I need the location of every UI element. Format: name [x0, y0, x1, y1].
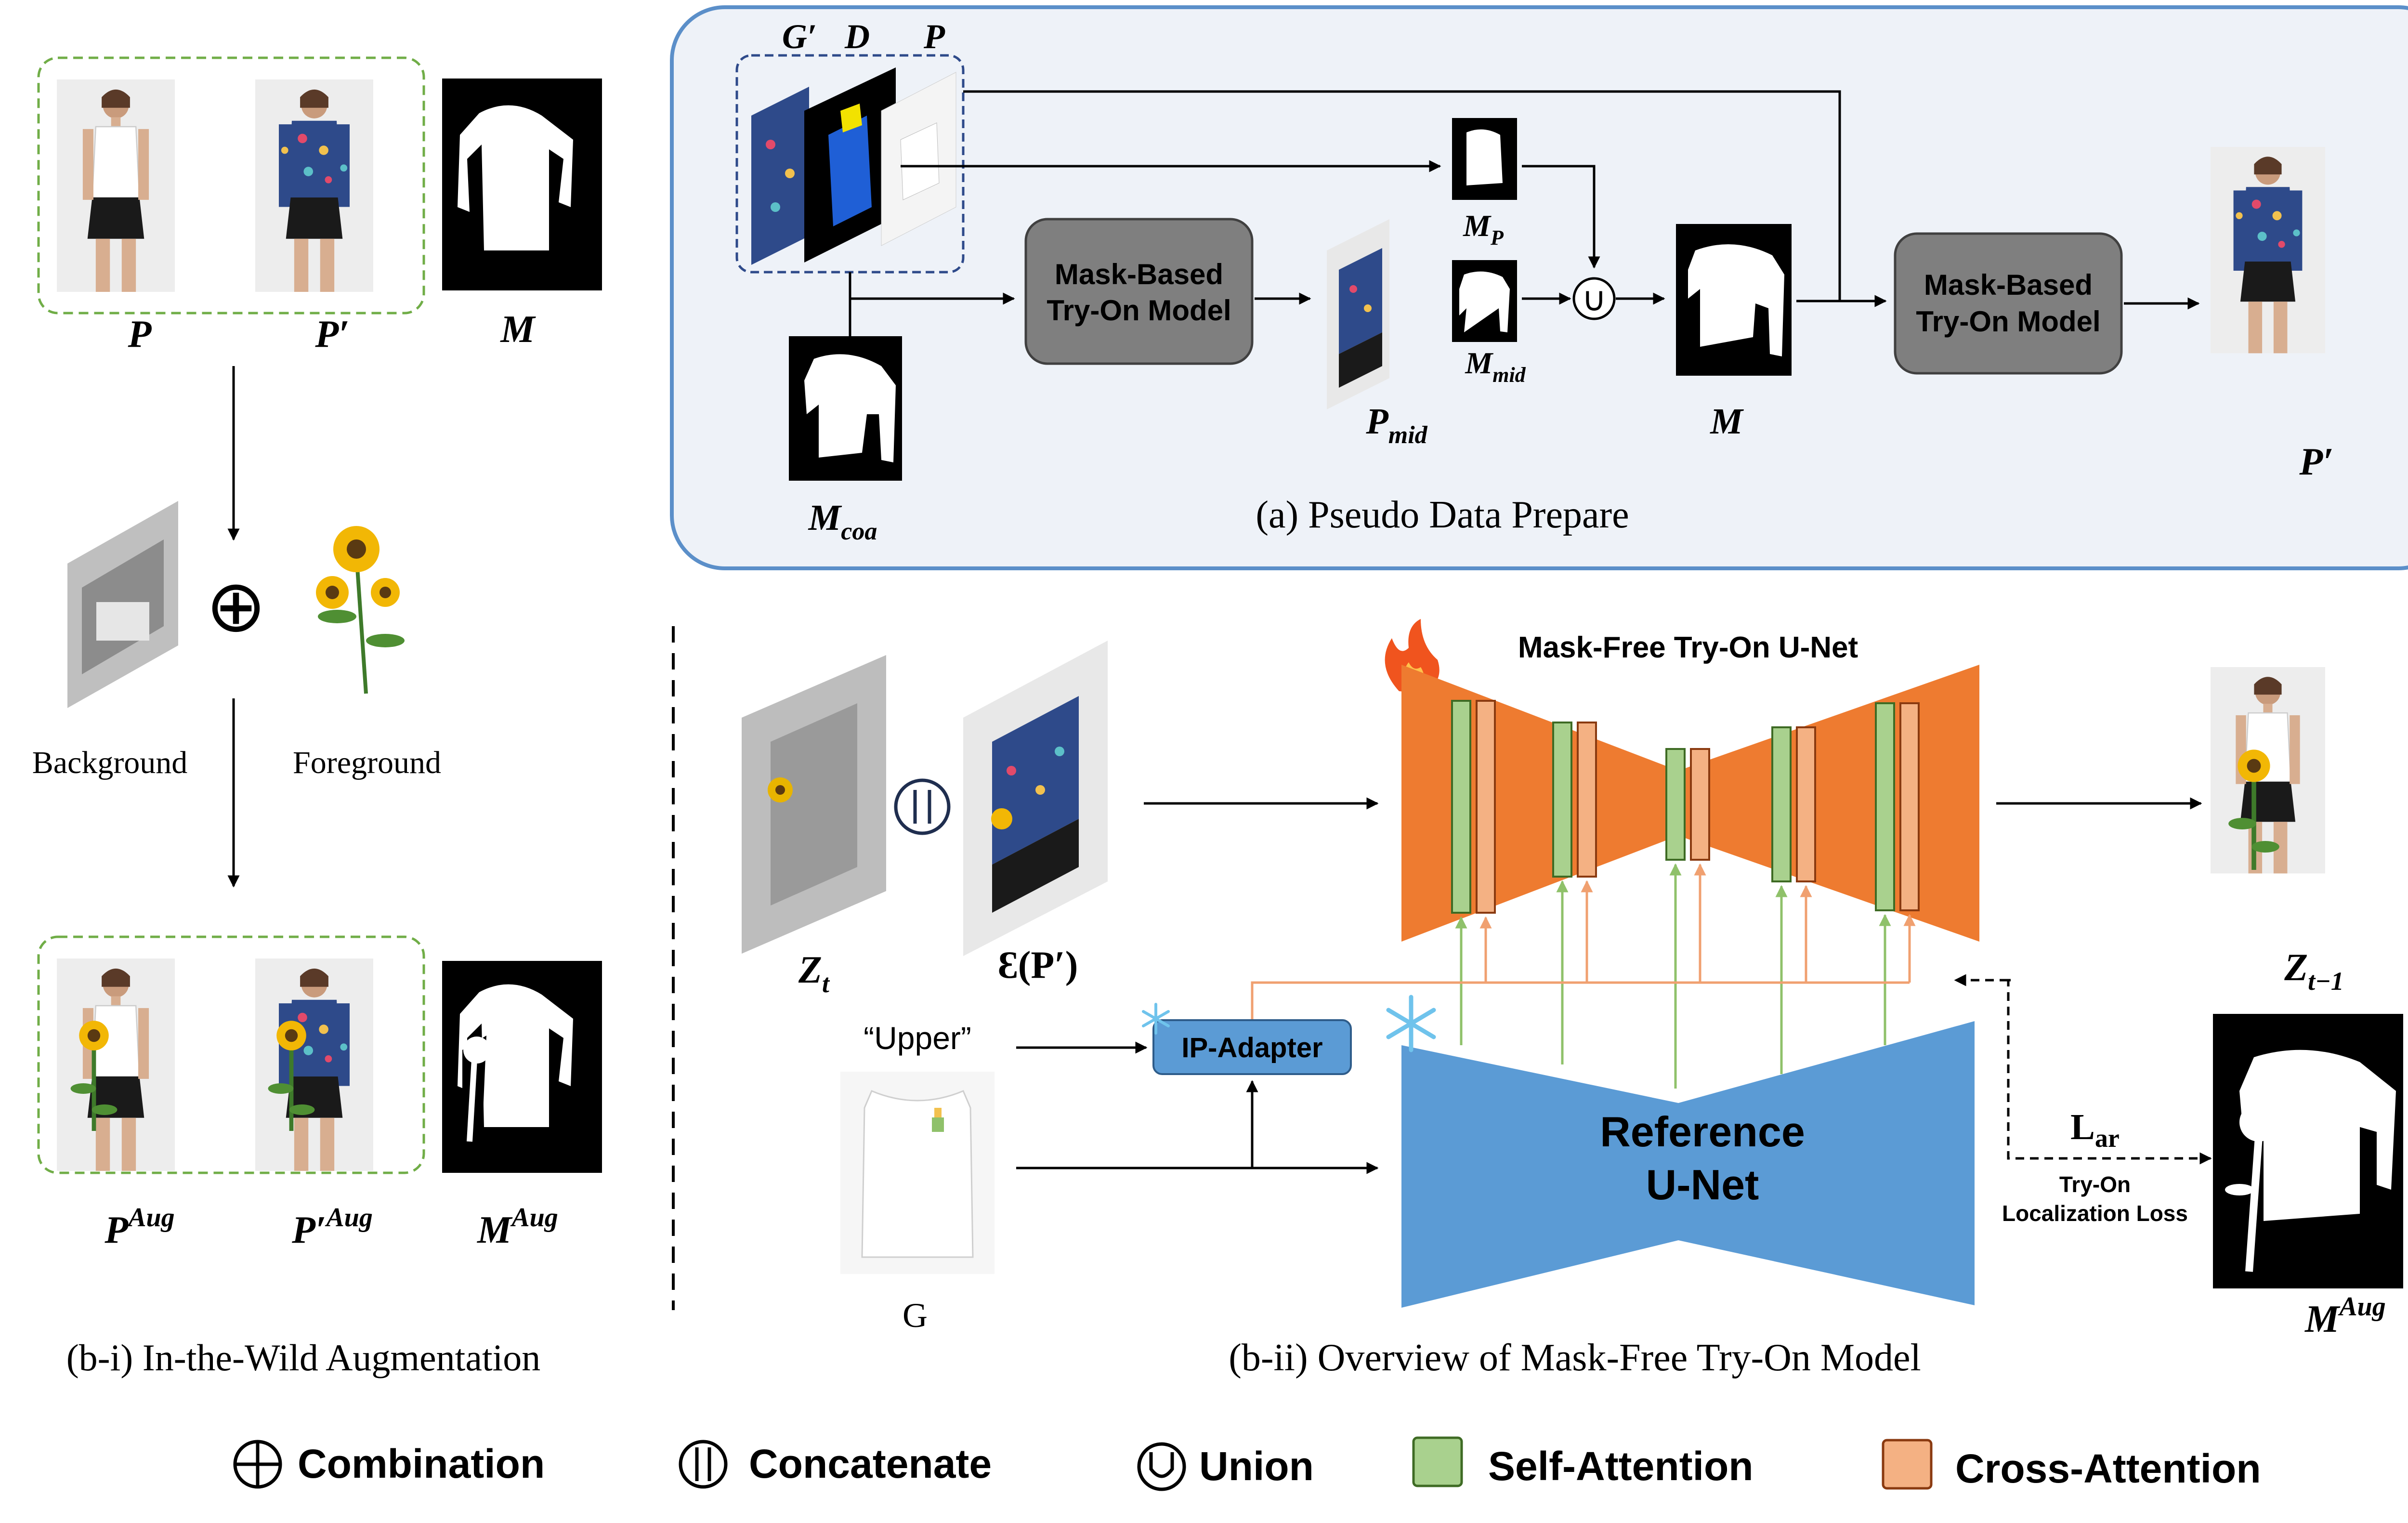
loss-desc-line2: Localization Loss — [2002, 1201, 2188, 1226]
legend: Combination Concatenate Union Self-Atten… — [233, 1436, 2261, 1491]
photo-g-garment — [840, 1072, 995, 1274]
self-attn-connections — [1455, 863, 1891, 1089]
legend-union: Union — [1199, 1444, 1314, 1489]
label-m-aug-bottom: MAug — [2304, 1292, 2386, 1340]
label-p-top: P — [923, 17, 945, 56]
legend-self-attention-swatch — [1412, 1436, 1463, 1487]
green-dashed-group-bottom — [37, 935, 425, 1174]
mask-m-aug — [442, 961, 602, 1173]
caption-a: (a) Pseudo Data Prepare — [1256, 494, 1629, 536]
ip-adapter-label: IP-Adapter — [1181, 1032, 1322, 1063]
photo-pp-aug — [255, 958, 373, 1171]
label-m-aug: MAug — [476, 1203, 558, 1251]
attention-blocks — [1451, 700, 1920, 914]
photo-p-prime-top — [2211, 147, 2325, 354]
legend-concatenate-icon — [679, 1440, 728, 1489]
photo-foreground-sunflower — [316, 526, 405, 694]
pseudo-data-panel — [670, 5, 2408, 570]
photo-p-mid — [1327, 219, 1389, 409]
reference-unet-line2: U-Net — [1646, 1161, 1759, 1208]
green-dashed-group-top — [37, 56, 425, 315]
left-panel: P P′ M ⊕ Background Foreground — [32, 56, 602, 1379]
photo-p-prime — [255, 79, 373, 292]
legend-cross-attention: Cross-Attention — [1955, 1446, 2261, 1491]
mask-m — [442, 79, 602, 290]
label-p-prime-top: P′ — [2299, 441, 2333, 483]
reference-unet-body — [1401, 1021, 1975, 1308]
cross-attn-connections — [1251, 863, 1916, 1031]
upper-text: “Upper” — [864, 1020, 971, 1056]
legend-self-attention: Self-Attention — [1488, 1444, 1754, 1489]
mask-based-model-1-line1: Mask-Based — [1055, 258, 1223, 290]
photo-ep — [963, 641, 1108, 956]
label-g: G — [903, 1296, 928, 1335]
mask-m-top — [1676, 224, 1792, 376]
legend-combination-icon — [233, 1440, 282, 1489]
photo-zt — [742, 655, 886, 954]
snowflake-icon — [1386, 995, 1436, 1052]
label-m-top: M — [1710, 401, 1744, 442]
union-symbol: ∪ — [1582, 280, 1606, 318]
legend-cross-attention-swatch — [1882, 1439, 1933, 1490]
label-p: P — [128, 313, 152, 355]
label-m-coa: Mcoa — [808, 498, 877, 545]
photo-p — [56, 79, 176, 293]
top-panel: G′ D P Mcoa Mask-Based Try-On Model Pmid… — [670, 5, 2408, 570]
mask-based-model-1 — [1024, 218, 1254, 365]
legend-concatenate: Concatenate — [749, 1441, 992, 1486]
combine-symbol: ⊕ — [206, 565, 266, 646]
label-pp-aug: P′Aug — [291, 1203, 373, 1251]
legend-union-icon — [1137, 1442, 1186, 1491]
label-background: Background — [32, 745, 188, 780]
mask-m-coa — [789, 336, 902, 481]
label-m: M — [499, 308, 536, 351]
stack-d — [804, 67, 896, 263]
mask-based-model-1-line2: Try-On Model — [1047, 294, 1231, 327]
label-p-prime: P′ — [314, 313, 349, 355]
legend-combination: Combination — [298, 1441, 545, 1486]
arrow-mp-to-union — [1522, 165, 1600, 269]
label-p-mid: Pmid — [1365, 401, 1427, 449]
snowflake-icon-small — [1142, 1003, 1170, 1035]
loss-label: Lar — [2070, 1107, 2120, 1153]
label-foreground: Foreground — [293, 745, 441, 780]
caption-b-ii: (b-ii) Overview of Mask-Free Try-On Mode… — [1229, 1337, 1921, 1379]
label-m-p: MP — [1463, 209, 1504, 249]
mask-m-aug-bottom — [2213, 1014, 2403, 1288]
photo-p-aug — [56, 958, 176, 1172]
mask-based-model-2 — [1894, 232, 2123, 375]
union-circle — [1572, 277, 1616, 320]
bottom-panel: Zt Ɛ(P′) Mask-Free Try-On U-Net — [742, 619, 2403, 1379]
mask-based-model-2-line1: Mask-Based — [1924, 269, 2093, 301]
photo-background — [67, 501, 178, 708]
label-p-aug: PAug — [104, 1203, 174, 1251]
stack-p — [881, 72, 956, 246]
label-zt1: Zt−1 — [2284, 946, 2344, 996]
reference-unet-line1: Reference — [1600, 1108, 1805, 1155]
mask-based-model-2-line2: Try-On Model — [1916, 305, 2100, 338]
concat-circle — [894, 778, 951, 835]
mask-m-p — [1452, 118, 1517, 200]
dashed-loss-line — [2007, 979, 2212, 1165]
loss-desc-line1: Try-On — [2059, 1172, 2131, 1197]
stack-g-prime — [751, 87, 809, 265]
label-d: D — [844, 17, 870, 56]
label-ep: Ɛ(P′) — [998, 944, 1078, 986]
label-g-prime: G′ — [782, 17, 817, 56]
caption-b-i: (b-i) In-the-Wild Augmentation — [66, 1337, 541, 1379]
unet-title: Mask-Free Try-On U-Net — [1518, 631, 1858, 664]
mask-m-mid — [1452, 260, 1517, 342]
ip-adapter-box — [1152, 1019, 1352, 1075]
label-zt: Zt — [798, 949, 830, 998]
label-m-mid: Mmid — [1465, 346, 1526, 387]
